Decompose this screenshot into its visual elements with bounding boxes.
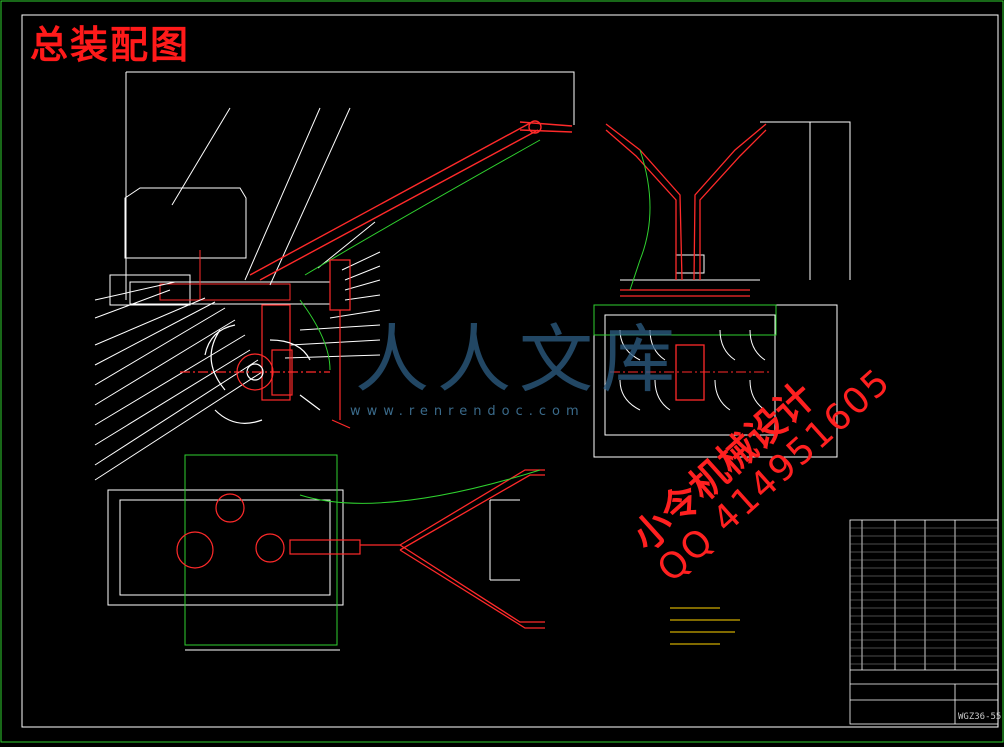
top-view-envelope bbox=[184, 454, 338, 646]
drawing-title: 总装配图 bbox=[30, 22, 191, 67]
gearbox-top bbox=[176, 493, 361, 569]
technical-notes bbox=[670, 607, 740, 645]
drawing-number: WGZ36-55 bbox=[958, 712, 1002, 722]
inner-sheet-border bbox=[21, 14, 999, 728]
engine-block bbox=[124, 187, 247, 259]
parts-list-table bbox=[849, 519, 999, 725]
tiller-blades-front bbox=[180, 324, 330, 424]
throttle-cable bbox=[304, 139, 541, 276]
gearbox-front bbox=[261, 259, 351, 429]
front-view bbox=[94, 71, 575, 481]
watermark-url: www.renrendoc.com bbox=[350, 404, 585, 419]
handlebar-front bbox=[249, 120, 573, 281]
top-view bbox=[107, 489, 520, 651]
handlebar-side bbox=[605, 123, 767, 401]
parts-list-rows bbox=[850, 527, 998, 665]
tiller-blades-side bbox=[610, 329, 770, 411]
handlebar-top bbox=[360, 469, 545, 629]
watermark-site-logo: 人人文库 bbox=[355, 317, 683, 403]
